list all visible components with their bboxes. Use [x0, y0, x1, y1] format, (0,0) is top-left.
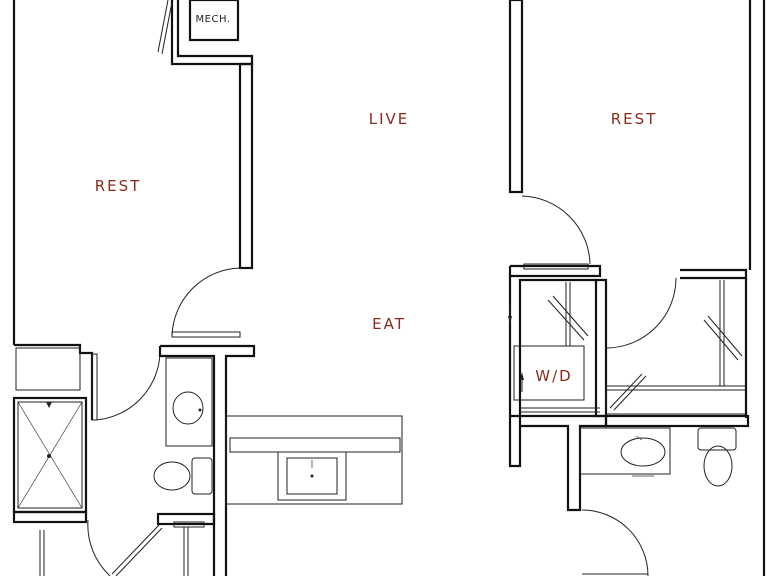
eat-room-label: EAT — [372, 315, 406, 333]
left-partition-wall — [238, 62, 254, 270]
wd-label: W/D — [535, 367, 572, 385]
mech-closet — [157, 0, 254, 66]
right-bedroom-walls — [508, 0, 602, 278]
bedroom-left-door — [171, 267, 241, 338]
center-bath-fixtures — [153, 344, 256, 576]
left-bathroom — [12, 343, 163, 576]
live-room-label: LIVE — [369, 110, 410, 128]
rest-right-room-label: REST — [611, 110, 658, 128]
kitchen-island — [225, 415, 403, 505]
right-bath — [510, 268, 750, 576]
mech-label: MECH. — [196, 14, 231, 25]
exterior-walls — [12, 0, 766, 576]
rest-left-room-label: REST — [95, 177, 142, 195]
